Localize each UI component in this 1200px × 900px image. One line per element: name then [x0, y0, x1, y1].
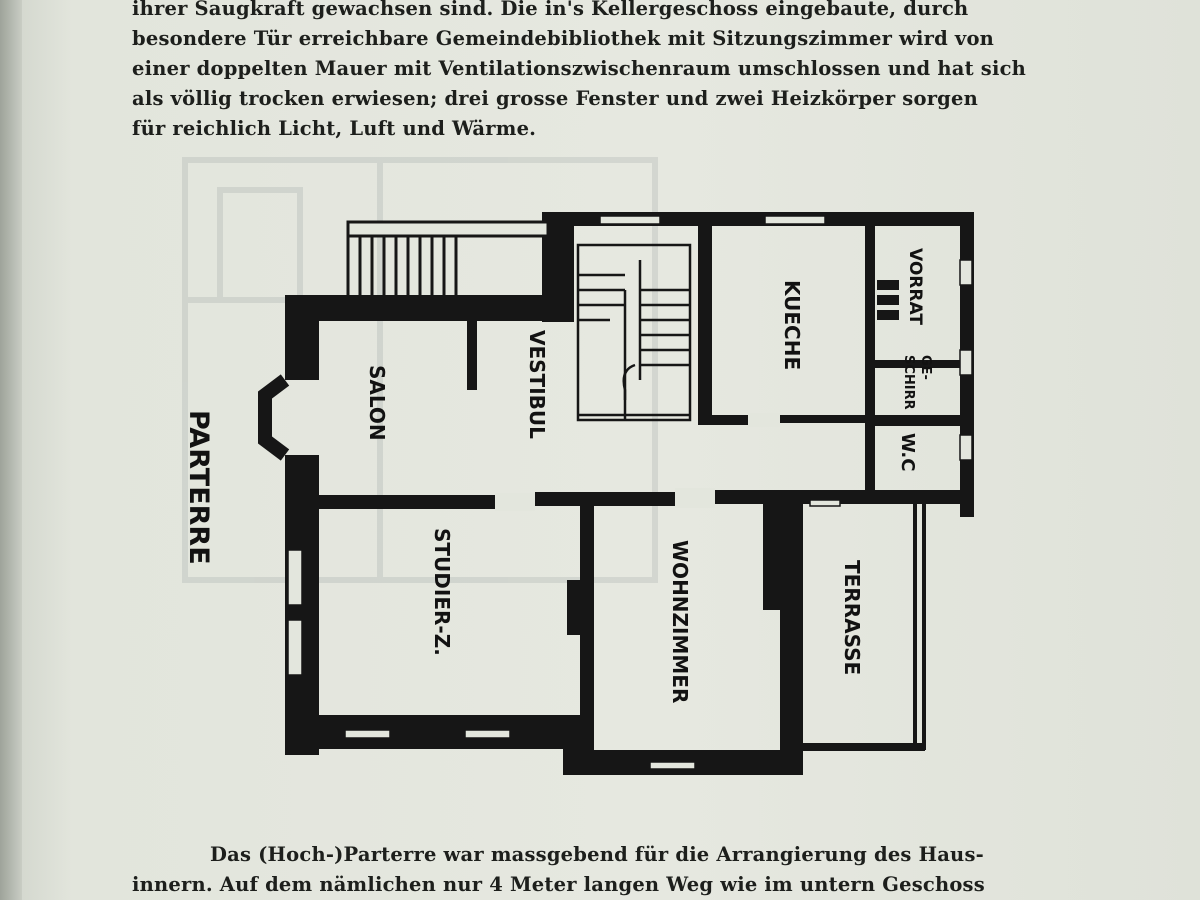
- text-line: Das (Hoch-)Parterre war massgebend für d…: [210, 843, 984, 866]
- text-line: ihrer Saugkraft gewachsen sind. Die in's…: [132, 0, 969, 20]
- room-label-geschirr-2: SCHIRR: [901, 355, 916, 410]
- page-gutter: [0, 0, 22, 900]
- text-line: besondere Tür erreichbare Gemeindebiblio…: [132, 27, 995, 50]
- room-label-kueche: KUECHE: [780, 280, 804, 370]
- floor-plan: PARTERRE SALON VESTIBUL KUECHE VORRAT GE…: [182, 157, 974, 775]
- bleed-through-text: [130, 775, 1030, 845]
- windows: [287, 215, 973, 770]
- text-line: für reichlich Licht, Luft und Wärme.: [132, 117, 537, 140]
- room-label-vestibul: VESTIBUL: [525, 330, 549, 439]
- room-label-terrasse: TERRASSE: [840, 560, 864, 675]
- bay-window: [258, 374, 290, 461]
- text-line: einer doppelten Mauer mit Ventilationszw…: [132, 57, 1027, 80]
- text-line: als völlig trocken erwiesen; drei grosse…: [132, 87, 978, 110]
- room-label-geschirr-1: GE-: [918, 355, 933, 380]
- room-label-wohnzimmer: WOHNZIMMER: [668, 540, 692, 703]
- floor-title: PARTERRE: [183, 410, 214, 565]
- room-label-studier: STUDIER-Z.: [430, 528, 454, 656]
- paragraph-bottom: Das (Hoch-)Parterre war massgebend für d…: [132, 840, 1037, 900]
- room-label-salon: SALON: [365, 365, 389, 441]
- paragraph-top: ihrer Saugkraft gewachsen sind. Die in's…: [132, 0, 1037, 144]
- text-line: innern. Auf dem nämlichen nur 4 Meter la…: [132, 873, 985, 896]
- room-label-wc: W.C: [897, 433, 918, 471]
- door-openings: [495, 413, 780, 511]
- entrance-steps: [346, 220, 550, 299]
- staircase: [576, 243, 692, 422]
- room-label-vorrat: VORRAT: [905, 248, 925, 325]
